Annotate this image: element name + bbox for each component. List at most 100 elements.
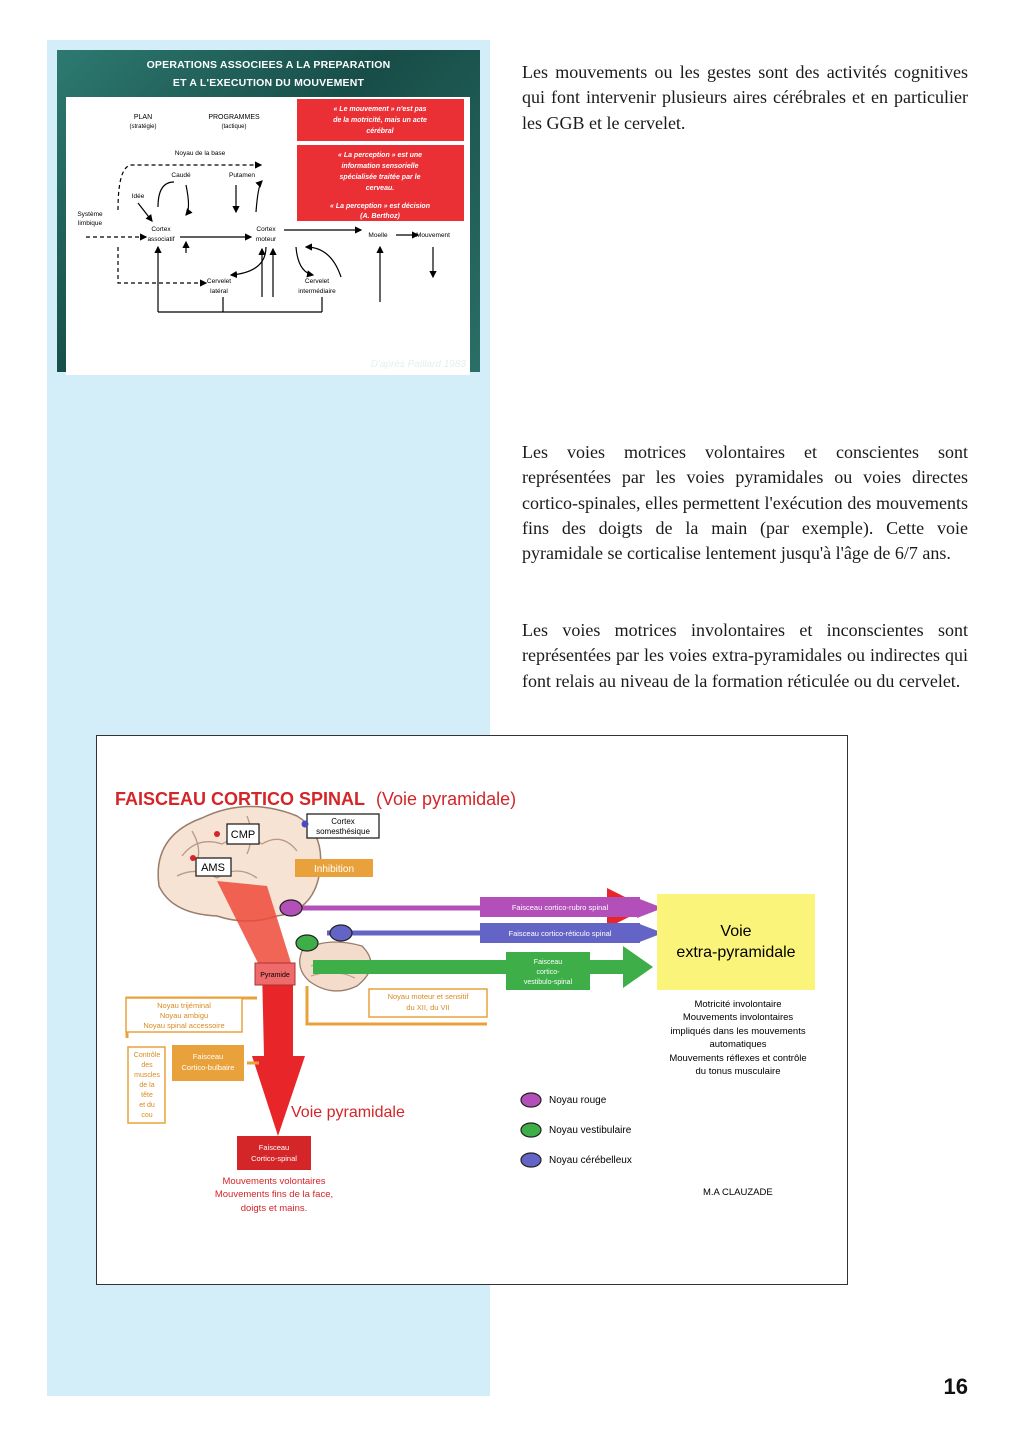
quote2-line4: cerveau. — [366, 185, 394, 192]
label-cortex-moteur: Cortex — [256, 226, 276, 233]
reticulo-label: Faisceau cortico-réticulo spinal — [509, 929, 612, 938]
extra-pyramidal-box — [657, 894, 815, 990]
figure-diagram-panel: PLAN (stratégie) PROGRAMMES (tactique) N… — [66, 97, 470, 375]
cmp-box — [226, 823, 260, 845]
legend-rouge-label: Noyau rouge — [549, 1095, 607, 1106]
noyau-cerebelleux-marker — [329, 924, 353, 942]
noyau-rouge-marker — [279, 899, 303, 917]
voie-pyramidale-label: Voie pyramidale — [291, 1104, 405, 1121]
cmp-dot — [214, 831, 220, 837]
vestibulo-label-3: vestibulo-spinal — [524, 979, 573, 986]
page-number: 16 — [943, 1374, 968, 1399]
cortico-bulbaire-box — [172, 1045, 244, 1081]
extra-desc-5: Mouvements réflexes et contrôle — [669, 1053, 806, 1064]
controle-line-1: Contrôle — [134, 1052, 161, 1059]
quote3-line1: « La perception » est décision — [330, 203, 430, 210]
controle-line-2: des — [141, 1062, 153, 1069]
figure-cortico-spinal: FAISCEAU CORTICO SPINAL (Voie pyramidale… — [96, 735, 848, 1285]
cmp-label: CMP — [231, 829, 255, 841]
figure-credit: D'après Paillard 1983 — [370, 359, 466, 370]
volontaires-2: Mouvements fins de la face, — [215, 1189, 333, 1200]
noyau-moteur-box — [368, 988, 488, 1018]
somesthesique-dot — [301, 820, 309, 828]
legend-cereb-swatch — [520, 1152, 542, 1168]
label-mouvement: Mouvement — [416, 232, 450, 239]
figure-movement-operations: OPERATIONS ASSOCIEES A LA PREPARATION ET… — [57, 50, 480, 375]
quote2-line2: information sensorielle — [341, 163, 418, 170]
label-caude: Caudé — [171, 172, 191, 179]
vestibulo-label-1: Faisceau — [534, 959, 563, 966]
label-programmes: PROGRAMMES — [208, 114, 260, 121]
inhibition-box — [295, 859, 373, 877]
vestibulo-label-2: cortico- — [537, 969, 561, 976]
cortex-somesthesique-label-1: Cortex — [331, 817, 355, 826]
quote1-line3: cérébral — [366, 128, 394, 135]
label-cervelet-lateral-2: latéral — [210, 288, 228, 295]
inhibition-label: Inhibition — [314, 864, 354, 875]
extra-desc-4: automatiques — [709, 1039, 766, 1050]
label-cortex-assoc: Cortex — [151, 226, 171, 233]
quote-box-1 — [297, 99, 464, 141]
cortico-spinal-box — [237, 1136, 311, 1170]
paragraph-voies-involontaires: Les voies motrices involontaires et inco… — [522, 620, 968, 691]
label-cervelet-lateral: Cervelet — [207, 278, 231, 285]
ams-dot — [190, 855, 196, 861]
ams-label: AMS — [201, 862, 225, 874]
noyau-trijeminal-2: Noyau ambigu — [160, 1011, 208, 1020]
ams-box — [195, 857, 232, 877]
cortex-somesthesique-label-2: somesthésique — [316, 827, 370, 836]
cortico-bulbaire-1: Faisceau — [193, 1052, 223, 1061]
controle-line-6: et du — [139, 1102, 155, 1109]
quote1-line2: de la motricité, mais un acte — [333, 117, 427, 124]
noyau-moteur-2: du XII, du VII — [406, 1003, 449, 1012]
fig2-title-rest: (Voie pyramidale) — [376, 789, 516, 809]
controle-line-4: de la — [139, 1082, 154, 1089]
controle-line-3: muscles — [134, 1072, 160, 1079]
label-cortex-assoc-2: associatif — [147, 236, 174, 243]
quote2-line1: « La perception » est une — [338, 152, 422, 159]
label-cortex-moteur-2: moteur — [256, 236, 277, 243]
label-plan: PLAN — [134, 114, 152, 121]
label-cervelet-intermediaire-2: intermédiaire — [298, 288, 336, 295]
figure-title-line1: OPERATIONS ASSOCIEES A LA PREPARATION — [146, 59, 391, 71]
figure-author: M.A CLAUZADE — [703, 1187, 773, 1198]
rubro-label: Faisceau cortico-rubro spinal — [512, 903, 609, 912]
cortex-somesthesique-box — [306, 813, 380, 839]
label-systeme: Système — [77, 211, 103, 218]
reticulo-arrowhead — [637, 923, 663, 943]
noyau-trijeminal-1: Noyau trijéminal — [157, 1001, 211, 1010]
quote-box-2 — [297, 145, 464, 221]
legend-vestib-swatch — [520, 1122, 542, 1138]
extra-desc-2: Mouvements involontaires — [683, 1012, 794, 1023]
fig2-title: FAISCEAU CORTICO SPINAL (Voie pyramidale… — [115, 789, 516, 809]
noyau-vestibulaire-marker — [295, 934, 319, 952]
rubro-arrowhead — [637, 898, 663, 918]
movement-flow-diagram: PLAN (stratégie) PROGRAMMES (tactique) N… — [77, 99, 464, 313]
reticulo-label-box — [480, 923, 640, 943]
label-programmes-sub: (tactique) — [221, 124, 246, 130]
pyramidal-fan — [217, 881, 292, 971]
paragraph-intro: Les mouvements ou les gestes sont des ac… — [522, 62, 968, 133]
vestibulo-arrowhead — [623, 946, 653, 988]
voie-pyramidale-arrow — [252, 968, 305, 1136]
cortico-spinal-1: Faisceau — [259, 1143, 289, 1152]
label-limbique: limbique — [78, 220, 103, 227]
extra-desc-3: impliqués dans les mouvements — [670, 1026, 805, 1037]
vestibulo-label-box — [506, 952, 590, 990]
quote3-line2: (A. Berthoz) — [360, 213, 400, 220]
quote1-line1: « Le mouvement » n'est pas — [333, 106, 426, 113]
extra-pyramidal-label-1: Voie — [720, 923, 751, 940]
legend-rouge-swatch — [520, 1092, 542, 1108]
noyau-trijeminal-box — [125, 997, 243, 1033]
legend-vestib-label: Noyau vestibulaire — [549, 1125, 632, 1136]
label-noyau-base: Noyau de la base — [175, 150, 226, 157]
quote2-line3: spécialisée traitée par le — [340, 174, 421, 181]
controle-line-7: cou — [141, 1112, 152, 1119]
label-cervelet-intermediaire: Cervelet — [305, 278, 329, 285]
legend: Noyau rouge Noyau vestibulaire Noyau cér… — [520, 1092, 632, 1168]
pyramide-label: Pyramide — [260, 972, 290, 979]
extra-desc-6: du tonus musculaire — [695, 1066, 780, 1077]
paragraph-voies-volontaires: Les voies motrices volontaires et consci… — [522, 442, 968, 564]
controle-line-5: tête — [141, 1092, 153, 1099]
label-putamen: Putamen — [229, 172, 255, 179]
